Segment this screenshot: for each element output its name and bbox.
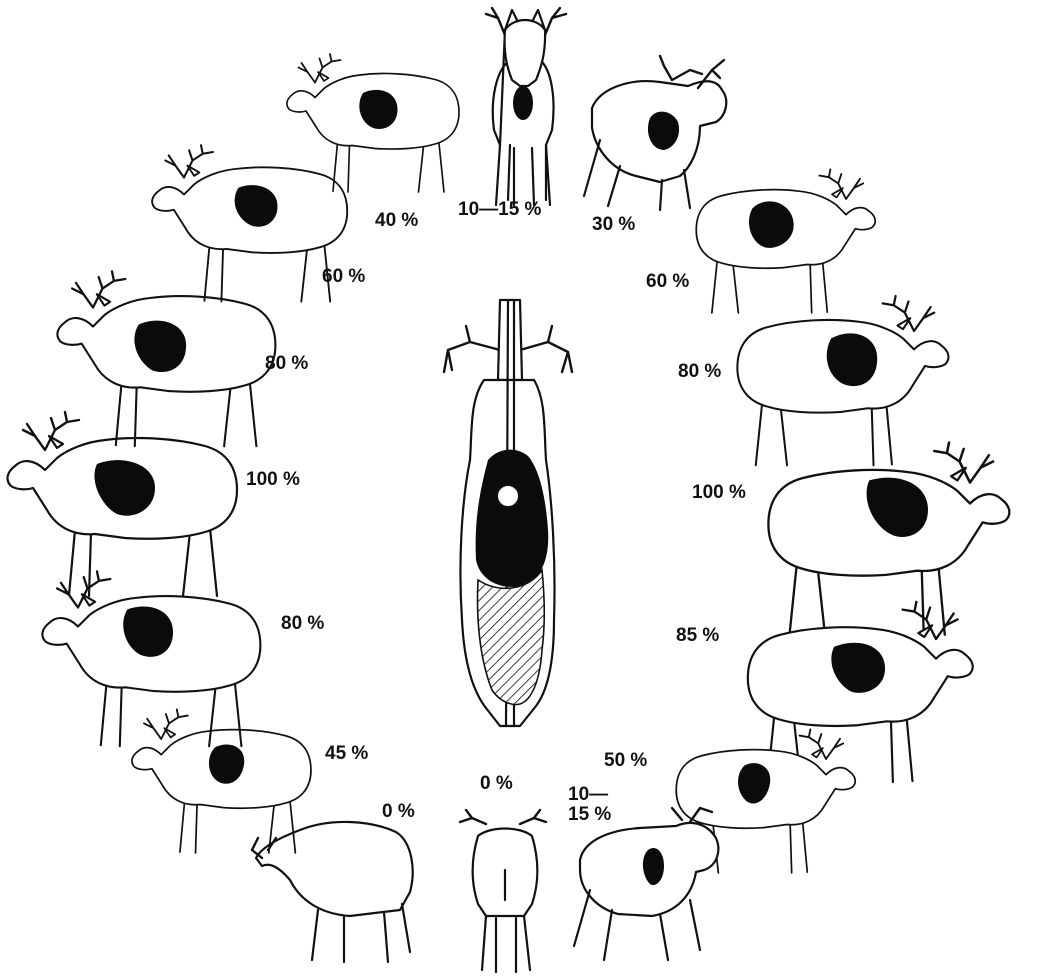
label-right-5: 85 %: [676, 626, 719, 645]
label-left-7: 0 %: [382, 802, 415, 821]
moose-right-2: [696, 169, 875, 313]
moose-quarter-left-7: [252, 822, 413, 962]
label-right-7-bottom: 15 %: [568, 805, 611, 825]
label-left-2: 60 %: [322, 267, 365, 286]
moose-topdown-center: [444, 300, 572, 726]
heart-marker: [497, 485, 519, 507]
moose-left-6: [132, 709, 311, 853]
label-left-5: 80 %: [281, 614, 324, 633]
kill-zone-front-top: [513, 86, 533, 120]
moose-left-2: [152, 145, 347, 301]
moose-left-3: [57, 271, 275, 446]
label-front-top: 10—15 %: [458, 200, 541, 219]
moose-left-5: [42, 571, 260, 746]
label-right-2: 60 %: [646, 272, 689, 291]
moose-right-4: [768, 443, 1009, 636]
label-left-4: 100 %: [246, 470, 300, 489]
label-rear-bottom: 0 %: [480, 774, 513, 793]
moose-front-top: [486, 8, 566, 205]
label-right-3: 80 %: [678, 362, 721, 381]
label-left-3: 80 %: [265, 354, 308, 373]
label-left-6: 45 %: [325, 744, 368, 763]
moose-rear-bottom: [460, 810, 546, 972]
moose-right-3: [737, 296, 948, 465]
moose-quarter-right-1: [584, 56, 726, 210]
label-right-7-top: 10—: [568, 785, 611, 805]
label-left-1: 40 %: [375, 211, 418, 230]
moose-quarter-right-7: [574, 808, 718, 960]
label-right-1: 30 %: [592, 215, 635, 234]
label-right-6: 50 %: [604, 751, 647, 770]
label-right-4: 100 %: [692, 483, 746, 502]
moose-left-1: [287, 54, 459, 192]
label-right-7: 10— 15 %: [568, 785, 611, 825]
moose-left-4: [8, 412, 237, 596]
